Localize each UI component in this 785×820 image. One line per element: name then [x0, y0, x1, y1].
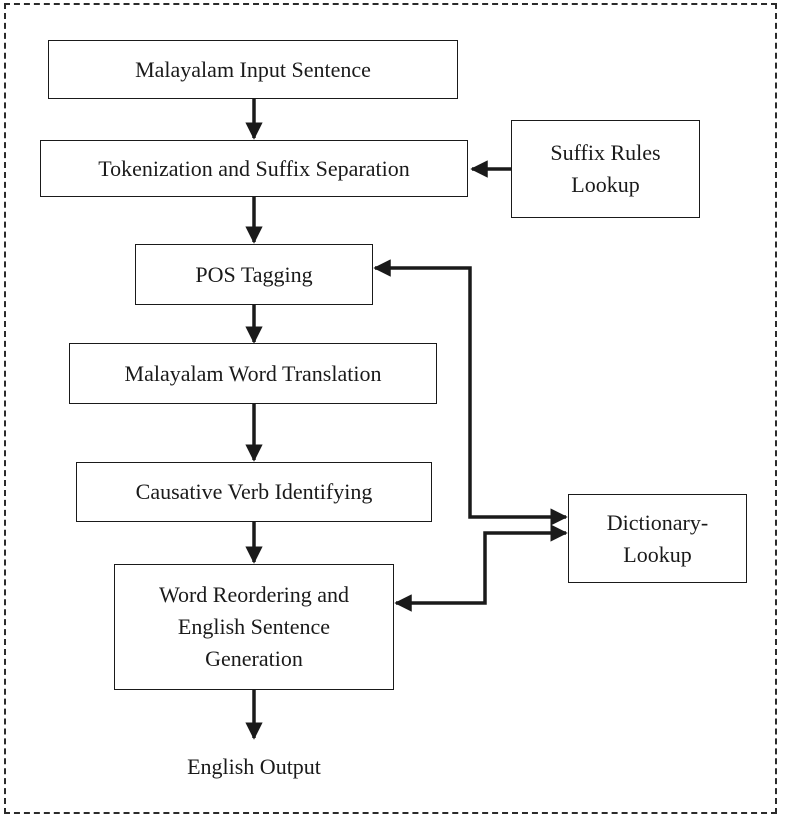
causative-verb-box: Causative Verb Identifying	[76, 462, 432, 522]
reordering-label-line1: Word Reordering and	[158, 582, 350, 607]
english-output-label: English Output	[187, 754, 321, 779]
input-sentence-box: Malayalam Input Sentence	[48, 40, 458, 99]
arrow-dictionary-reordering	[394, 524, 568, 612]
reordering-box: Word Reordering and English Sentence Gen…	[114, 564, 394, 690]
system-boundary	[4, 3, 777, 814]
causative-verb-label: Causative Verb Identifying	[135, 479, 373, 504]
reordering-label-line3: Generation	[205, 646, 303, 671]
reordering-label-line2: English Sentence	[177, 614, 331, 639]
tokenization-box: Tokenization and Suffix Separation	[40, 140, 468, 197]
pos-tagging-box: POS Tagging	[135, 244, 373, 305]
word-translation-box: Malayalam Word Translation	[69, 343, 437, 404]
word-translation-label: Malayalam Word Translation	[124, 360, 382, 386]
pos-tagging-label: POS Tagging	[195, 261, 313, 287]
suffix-rules-box: Suffix Rules Lookup	[511, 120, 700, 218]
suffix-rules-label-line1: Suffix Rules	[550, 140, 661, 165]
arrow-dictionary-pos	[373, 259, 568, 526]
suffix-rules-label-line2: Lookup	[571, 172, 640, 197]
dictionary-label-line1: Dictionary-	[606, 509, 709, 535]
tokenization-label: Tokenization and Suffix Separation	[98, 155, 410, 181]
dictionary-lookup-box: Dictionary- Lookup	[568, 494, 747, 583]
input-sentence-label: Malayalam Input Sentence	[135, 56, 371, 82]
dictionary-label-line2: Lookup	[623, 541, 692, 567]
